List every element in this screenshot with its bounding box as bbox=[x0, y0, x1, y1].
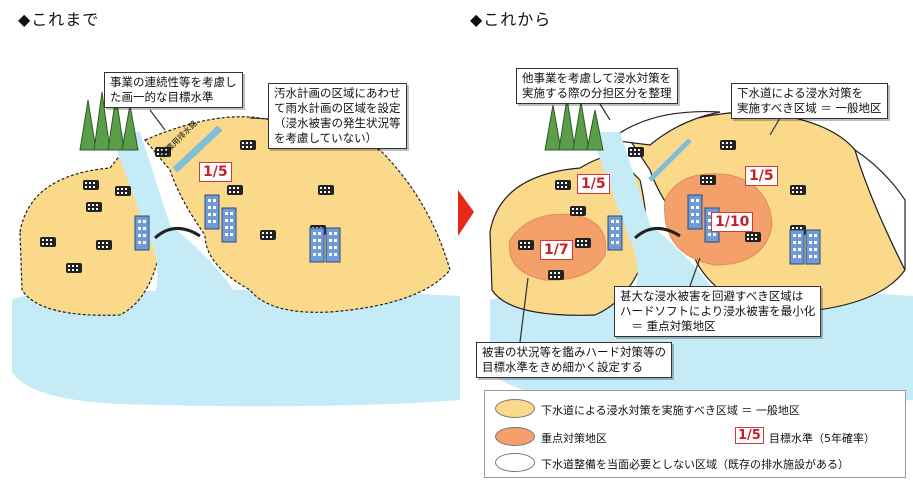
no-need-area-north bbox=[608, 110, 721, 146]
river-left bbox=[110, 132, 240, 315]
rate-left-panel: 1/5 bbox=[199, 162, 232, 182]
rate-right-east: 1/5 bbox=[745, 166, 778, 186]
legend-priority-label: 重点対策地区 bbox=[541, 432, 607, 445]
callout-fine-target: 被害の状況等を鑑みハード対策等の 目標水準をきめ細かく設定する bbox=[476, 342, 672, 378]
rate-right-west-priority: 1/7 bbox=[540, 240, 573, 260]
legend-swatch-general bbox=[495, 399, 535, 418]
legend: 下水道による浸水対策を実施すべき区域 ＝ 一般地区 重点対策地区 1/5 目標水… bbox=[484, 390, 906, 478]
legend-rate-sample: 1/5 bbox=[735, 427, 764, 444]
transition-arrow bbox=[458, 190, 474, 236]
callout-uniform-target: 事業の連続性等を考慮し た画一的な目標水準 bbox=[104, 72, 243, 108]
farm-channel-left bbox=[172, 125, 223, 173]
legend-rate-label: 目標水準（5年確率） bbox=[769, 432, 875, 445]
rate-right-west: 1/5 bbox=[577, 174, 610, 194]
rate-right-east-priority: 1/10 bbox=[711, 212, 754, 232]
bridge-right bbox=[633, 227, 681, 240]
forest-left bbox=[79, 91, 139, 151]
callout-area-setting: 汚水計画の区域にあわせ て雨水計画の区域を設定 （浸水被害の発生状況等 を考慮し… bbox=[268, 83, 407, 149]
legend-swatch-no-need bbox=[495, 453, 535, 472]
no-need-area bbox=[853, 148, 906, 271]
callout-division: 他事業を考慮して浸水対策を 実施する際の分担区分を整理 bbox=[516, 68, 678, 104]
callout-priority-area: 甚大な浸水被害を回避すべき区域は ハードソフトにより浸水被害を最小化 ＝ 重点対… bbox=[614, 286, 822, 337]
forest-right bbox=[544, 97, 604, 151]
legend-general-label: 下水道による浸水対策を実施すべき区域 ＝ 一般地区 bbox=[541, 404, 800, 417]
farm-channel-right bbox=[648, 138, 692, 182]
left-heading: ◆これまで bbox=[18, 10, 100, 29]
legend-swatch-priority bbox=[495, 427, 535, 446]
right-heading: ◆これから bbox=[470, 10, 552, 29]
legend-no-need-label: 下水道整備を当面必要としない区域（既存の排水施設がある） bbox=[541, 458, 849, 471]
callout-general-area: 下水道による浸水対策を 実施すべき区域 ＝ 一般地区 bbox=[731, 83, 888, 119]
river-right bbox=[590, 132, 720, 315]
bridge-left bbox=[153, 227, 201, 240]
sea-left bbox=[12, 289, 460, 407]
